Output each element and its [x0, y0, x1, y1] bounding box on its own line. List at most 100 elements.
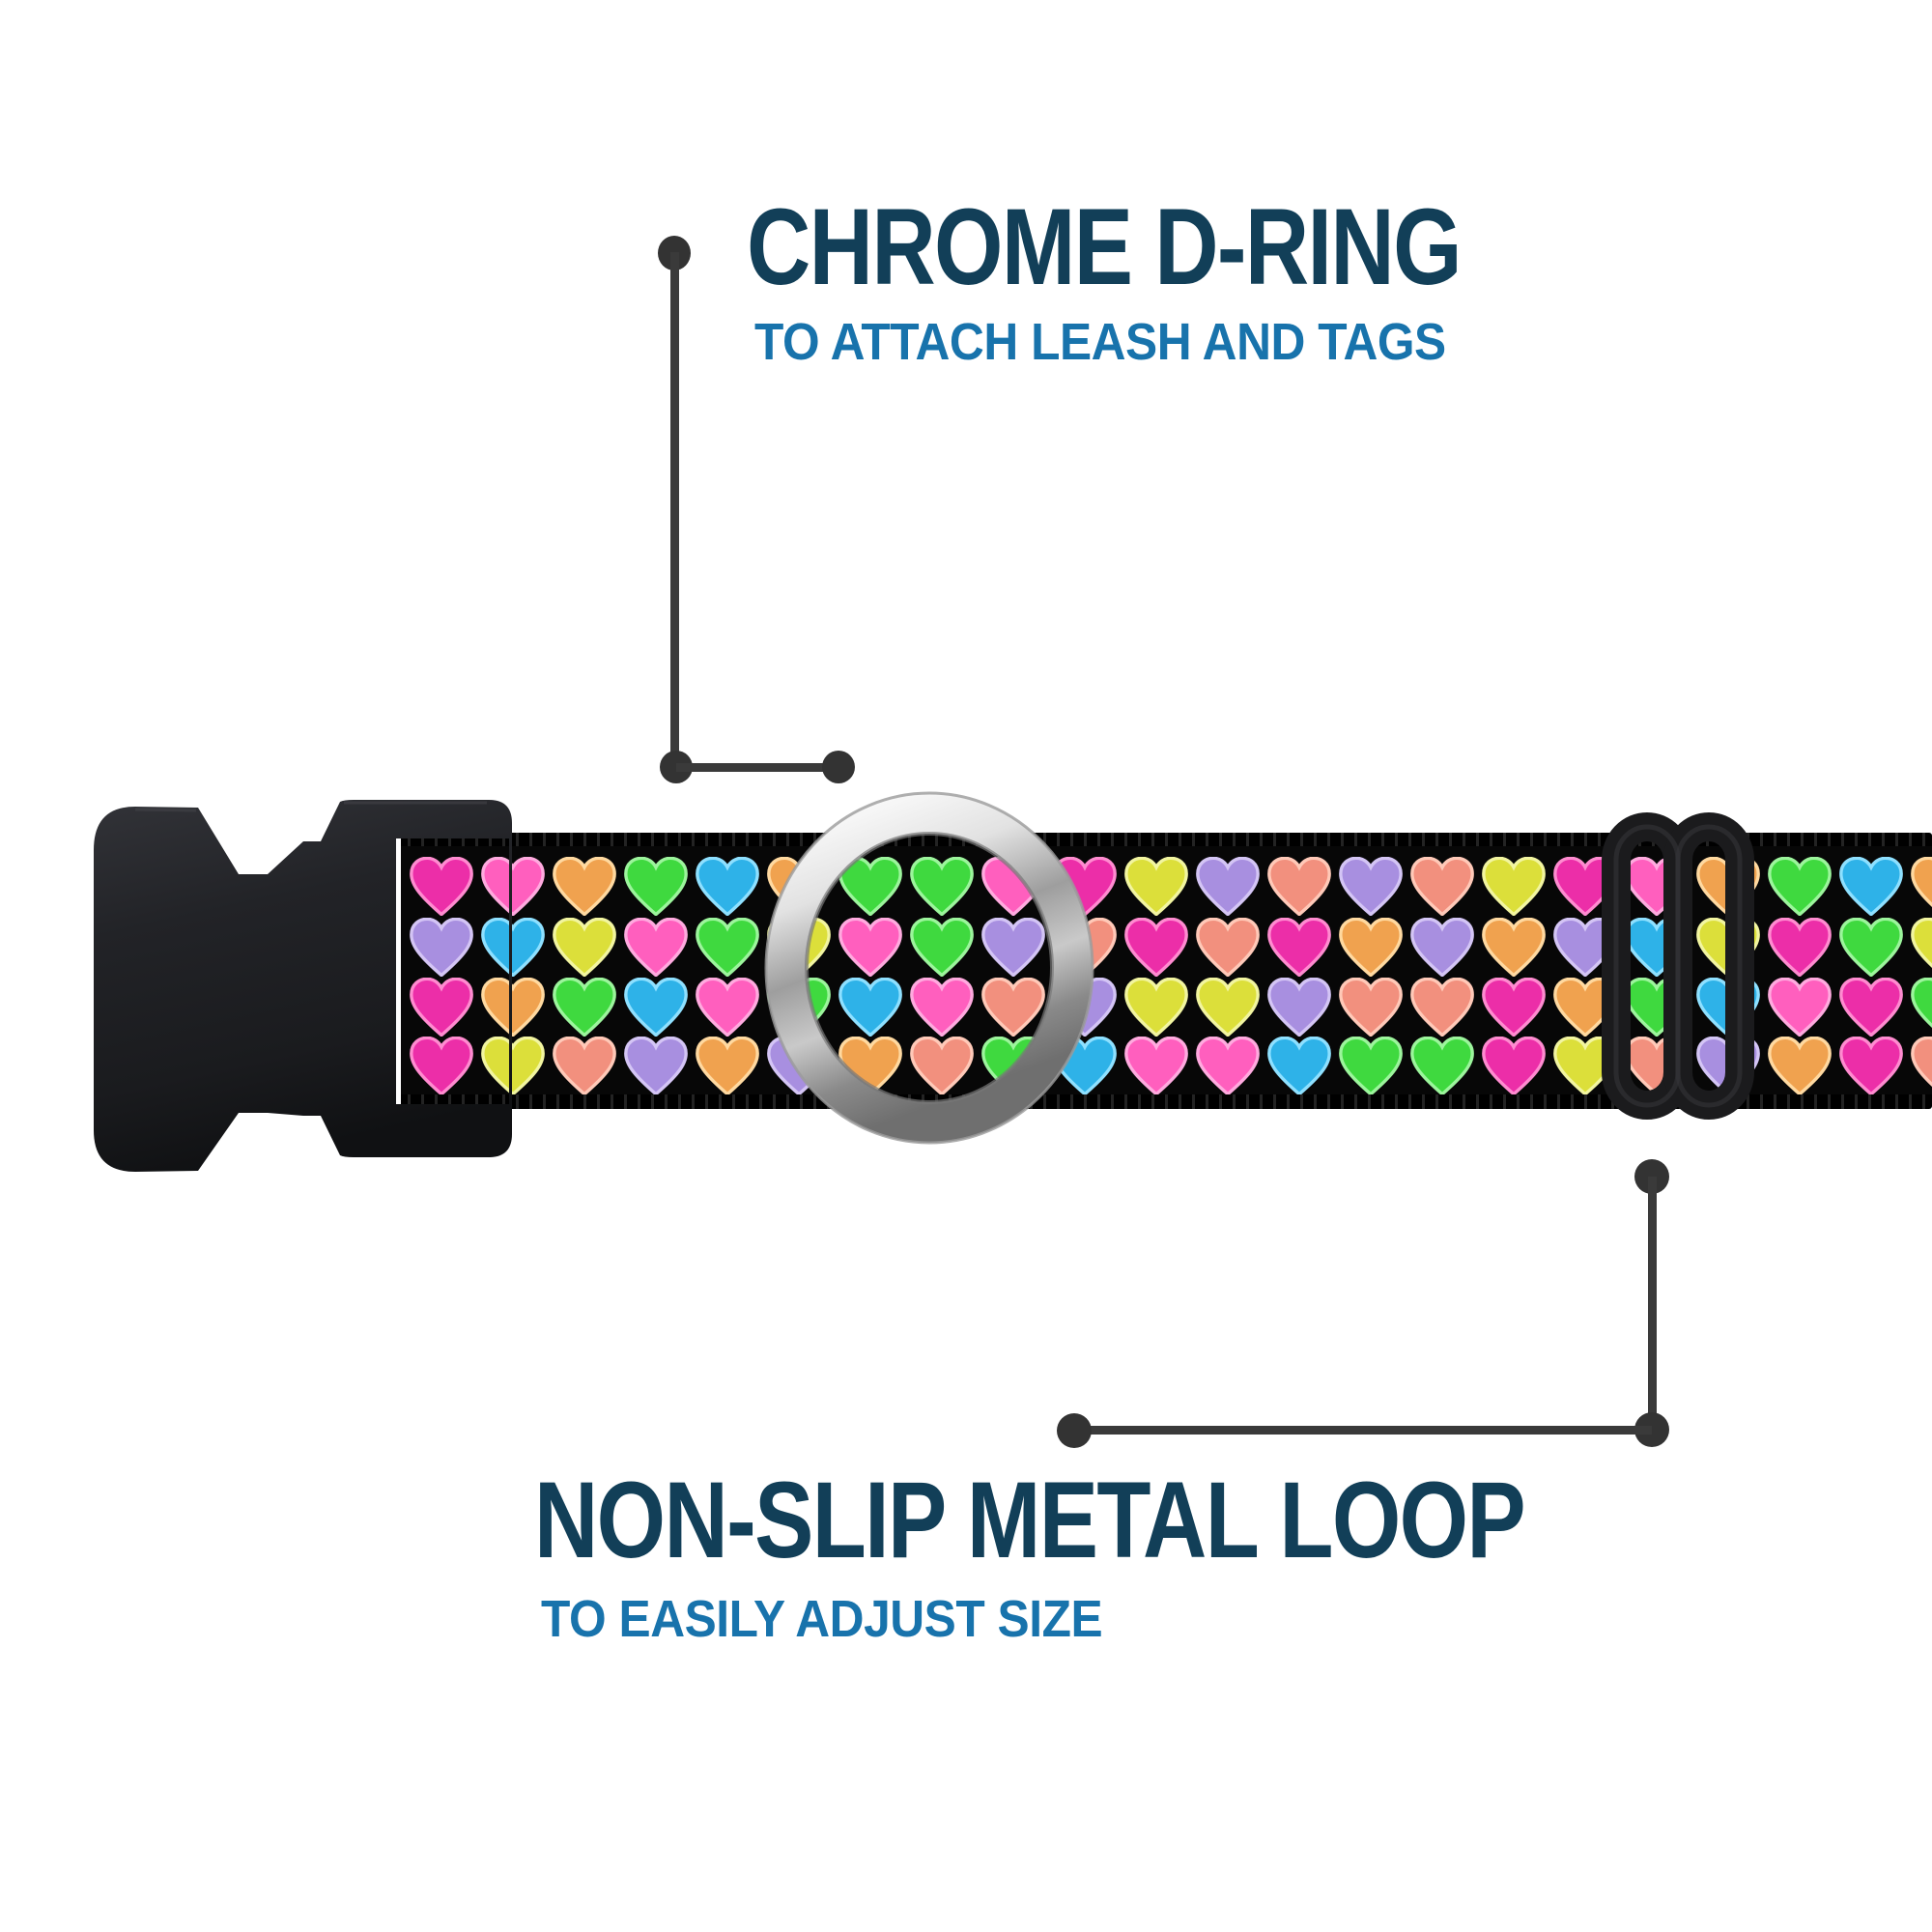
- heart-icon: [1696, 917, 1760, 977]
- heart-icon: [1625, 1036, 1689, 1095]
- heart-icon: [910, 856, 974, 916]
- heart-icon: [910, 917, 974, 977]
- heart-icon: [1267, 917, 1331, 977]
- heart-icon: [1410, 977, 1474, 1037]
- heart-icon: [1267, 856, 1331, 916]
- heart-icon: [1839, 917, 1903, 977]
- heart-icon: [1124, 856, 1188, 916]
- heart-icon: [481, 1036, 545, 1095]
- heart-icon: [481, 856, 545, 916]
- heart-icon: [553, 856, 616, 916]
- heart-icon: [1482, 1036, 1546, 1095]
- heart-icon: [1696, 1036, 1760, 1095]
- heart-icon: [696, 977, 759, 1037]
- heart-icon: [1410, 1036, 1474, 1095]
- heart-icon: [981, 1036, 1045, 1095]
- heart-icon: [624, 1036, 688, 1095]
- heart-icon: [1839, 977, 1903, 1037]
- heart-icon: [1625, 977, 1689, 1037]
- heart-icon: [1553, 917, 1617, 977]
- heart-icon: [1053, 977, 1117, 1037]
- heart-icon: [1339, 917, 1403, 977]
- heart-icon: [410, 917, 473, 977]
- heart-icon: [1482, 856, 1546, 916]
- heart-icon: [1911, 917, 1932, 968]
- heart-icon: [1839, 1036, 1903, 1095]
- heart-icon: [553, 917, 616, 977]
- heart-icon: [1553, 977, 1617, 1037]
- collar-webbing: [401, 833, 1932, 1109]
- heart-icon: [1124, 977, 1188, 1037]
- heart-icon: [481, 917, 545, 977]
- heart-icon: [838, 1036, 902, 1095]
- heart-icon: [838, 917, 902, 977]
- d-ring-subtitle: TO ATTACH LEASH AND TAGS: [754, 313, 1446, 371]
- heart-icon: [624, 856, 688, 916]
- leader-line-horizontal: [676, 763, 838, 772]
- heart-icon: [1339, 977, 1403, 1037]
- heart-icon: [1553, 856, 1617, 916]
- leader-line-horizontal: [1074, 1426, 1652, 1435]
- heart-icon: [1625, 856, 1689, 916]
- heart-icon: [910, 1036, 974, 1095]
- heart-icon: [696, 917, 759, 977]
- heart-icon: [1267, 977, 1331, 1037]
- webbing-top-edge: [401, 833, 1932, 847]
- heart-icon: [1553, 1036, 1617, 1095]
- heart-icon: [1768, 1036, 1832, 1095]
- heart-icon: [410, 856, 473, 916]
- heart-icon: [1482, 977, 1546, 1037]
- heart-icon: [1410, 917, 1474, 977]
- heart-icon: [1339, 856, 1403, 916]
- heart-icon: [1911, 977, 1932, 1028]
- heart-icon: [553, 977, 616, 1037]
- heart-icon: [1410, 856, 1474, 916]
- heart-icon: [1053, 917, 1117, 977]
- heart-icon: [981, 917, 1045, 977]
- leader-line-vertical: [1648, 1177, 1657, 1430]
- heart-icon: [838, 856, 902, 916]
- heart-icon: [1911, 1036, 1932, 1087]
- heart-icon: [767, 917, 831, 977]
- heart-icon: [1911, 856, 1932, 907]
- metal-loop-subtitle: TO EASILY ADJUST SIZE: [541, 1590, 1103, 1648]
- heart-icon: [1696, 856, 1760, 916]
- webbing-bottom-edge: [401, 1094, 1932, 1109]
- heart-icon: [1196, 1036, 1260, 1095]
- heart-icon: [1768, 856, 1832, 916]
- heart-icon: [767, 856, 831, 916]
- heart-icon: [1053, 856, 1117, 916]
- heart-icon: [1196, 917, 1260, 977]
- heart-icon: [553, 1036, 616, 1095]
- heart-icon: [1124, 917, 1188, 977]
- heart-icon: [1196, 856, 1260, 916]
- heart-icon: [1267, 1036, 1331, 1095]
- heart-icon: [1625, 917, 1689, 977]
- heart-icon: [1768, 977, 1832, 1037]
- heart-icon: [981, 856, 1045, 916]
- heart-icon: [1339, 1036, 1403, 1095]
- heart-icon: [624, 917, 688, 977]
- callout-dot: [1057, 1413, 1092, 1448]
- heart-icon: [624, 977, 688, 1037]
- heart-icon: [410, 977, 473, 1037]
- heart-icon: [1839, 856, 1903, 916]
- heart-icon: [1696, 977, 1760, 1037]
- heart-icon: [767, 977, 831, 1037]
- heart-icon: [481, 977, 545, 1037]
- heart-icon: [981, 977, 1045, 1037]
- callout-dot: [822, 751, 855, 783]
- heart-icon: [1768, 917, 1832, 977]
- heart-icon: [1124, 1036, 1188, 1095]
- heart-icon: [767, 1036, 831, 1095]
- heart-icon: [1196, 977, 1260, 1037]
- metal-loop-title: NON-SLIP METAL LOOP: [534, 1460, 1526, 1580]
- heart-icon: [910, 977, 974, 1037]
- heart-icon: [696, 856, 759, 916]
- hearts-pattern: [401, 846, 1932, 1095]
- heart-icon: [696, 1036, 759, 1095]
- heart-icon: [838, 977, 902, 1037]
- leader-line-vertical: [670, 252, 679, 767]
- d-ring-title: CHROME D-RING: [747, 186, 1463, 307]
